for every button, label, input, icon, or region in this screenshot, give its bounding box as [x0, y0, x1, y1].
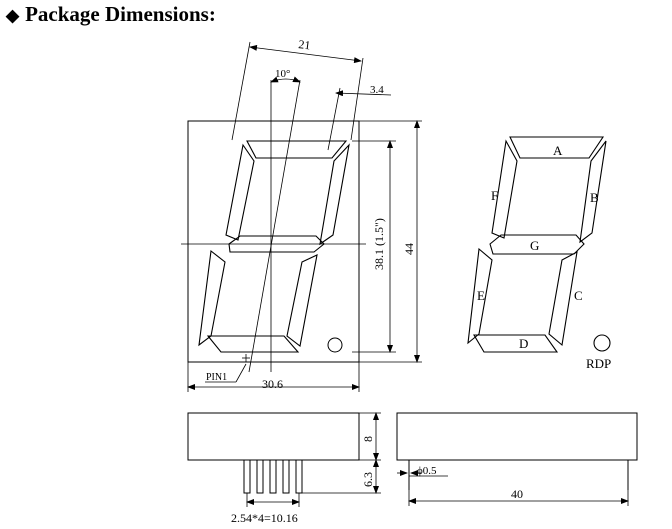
- package-outline: [187, 120, 360, 363]
- front-view-labels: 21 10° 3.4 38.1 (1.5") 44 30.6 PIN1: [206, 37, 416, 391]
- page-title: ◆ Package Dimensions:: [6, 2, 216, 27]
- legend-segment-g: [489, 234, 585, 255]
- legend-segment-a: [509, 136, 605, 159]
- front-digit: [198, 140, 350, 353]
- legend-segment-f: [491, 139, 518, 239]
- label-30-6: 30.6: [262, 377, 283, 391]
- dim-line-21: [249, 44, 362, 64]
- segment-legend-digit: [467, 136, 611, 353]
- label-phi-0-5: ϕ0.5: [417, 465, 437, 477]
- label-10-deg: 10°: [275, 68, 290, 80]
- label-40: 40: [511, 487, 523, 501]
- legend-segment-c: [548, 250, 578, 347]
- label-38-1: 38.1 (1.5"): [372, 218, 386, 270]
- pin-1: [243, 459, 251, 494]
- legend-label-f: F: [491, 188, 498, 203]
- pin-2: [256, 459, 264, 494]
- front-segment-c: [286, 254, 318, 347]
- pin-4: [282, 459, 290, 494]
- label-3-4: 3.4: [370, 84, 384, 96]
- legend-label-b: B: [590, 190, 599, 205]
- front-decimal-point: [327, 337, 343, 353]
- side-view-pins-labels: 8 6.3 2.54*4=10.16: [231, 436, 375, 525]
- side-length-outline: [396, 412, 638, 461]
- legend-label-a: A: [553, 143, 563, 158]
- side-view-length: [396, 412, 638, 506]
- dim-line-3-4: [335, 90, 392, 97]
- segment-legend-labels: A B C D E F G RDP: [477, 143, 611, 371]
- diamond-bullet-icon: ◆: [6, 6, 20, 25]
- label-21: 21: [298, 37, 312, 52]
- side-view-pins: [187, 412, 381, 507]
- label-6-3: 6.3: [361, 472, 375, 487]
- legend-decimal-point: [593, 334, 611, 352]
- title-text: Package Dimensions:: [25, 2, 216, 26]
- side-view-length-labels: ϕ0.5 40: [417, 465, 523, 501]
- label-pitch: 2.54*4=10.16: [231, 511, 298, 525]
- legend-label-c: C: [574, 288, 583, 303]
- legend-label-g: G: [530, 238, 539, 253]
- front-view: [181, 41, 422, 392]
- legend-label-d: D: [519, 336, 528, 351]
- label-pin1: PIN1: [206, 372, 227, 383]
- legend-label-e: E: [477, 288, 485, 303]
- front-segment-a: [246, 140, 348, 159]
- label-44: 44: [402, 243, 416, 255]
- side-body-outline: [187, 412, 360, 461]
- legend-segment-b: [579, 140, 607, 244]
- pin-3: [269, 459, 277, 494]
- legend-segment-e: [467, 247, 493, 345]
- angle-arc: [270, 76, 301, 83]
- front-segment-b: [319, 143, 350, 246]
- front-segment-g: [228, 235, 325, 253]
- pin-5: [295, 459, 303, 494]
- label-8: 8: [361, 436, 375, 442]
- front-segment-f: [225, 143, 255, 241]
- front-segment-d: [206, 335, 300, 353]
- legend-segment-d: [473, 334, 559, 353]
- tilt-centerline: [248, 79, 301, 373]
- front-segment-e: [198, 249, 226, 347]
- legend-label-dp: RDP: [586, 356, 611, 371]
